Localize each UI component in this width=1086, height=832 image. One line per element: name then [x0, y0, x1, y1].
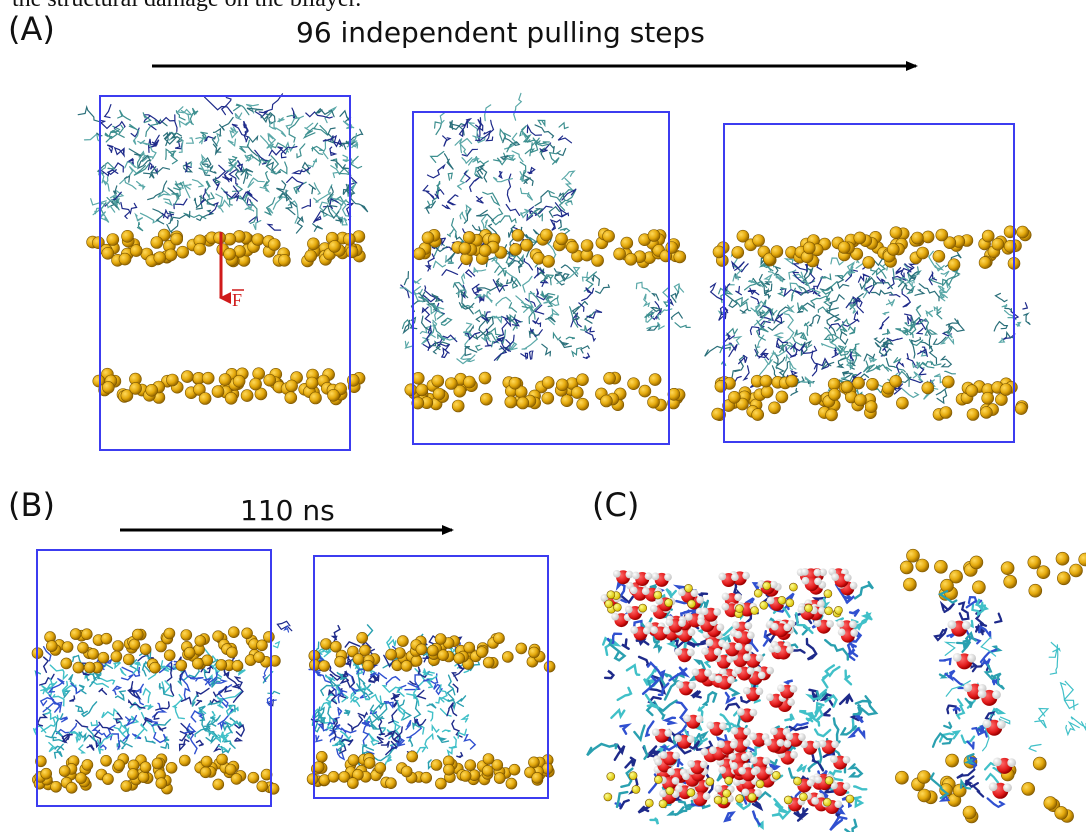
snapshot-b1	[31, 620, 293, 795]
sim-box-b1	[36, 549, 272, 807]
snapshot-b2	[306, 624, 556, 790]
sim-box-a2	[412, 111, 670, 445]
panel-label-a: (A)	[8, 10, 55, 48]
panel-label-c: (C)	[592, 486, 640, 524]
snapshot-c2	[895, 548, 1086, 824]
snapshot-c1	[586, 567, 879, 832]
force-label: F	[232, 290, 242, 310]
time-label: 110 ns	[240, 494, 335, 527]
pulling-steps-label: 96 independent pulling steps	[296, 16, 705, 49]
snapshot-a3	[704, 225, 1032, 422]
snapshot-a2	[399, 92, 691, 413]
sim-box-a3	[723, 123, 1015, 443]
sim-box-a1	[99, 95, 351, 451]
caption-fragment: the structural damage on the bilayer.	[12, 0, 572, 16]
snapshot-a1	[77, 93, 369, 406]
sim-box-b2	[313, 555, 549, 799]
panel-label-b: (B)	[8, 486, 55, 524]
